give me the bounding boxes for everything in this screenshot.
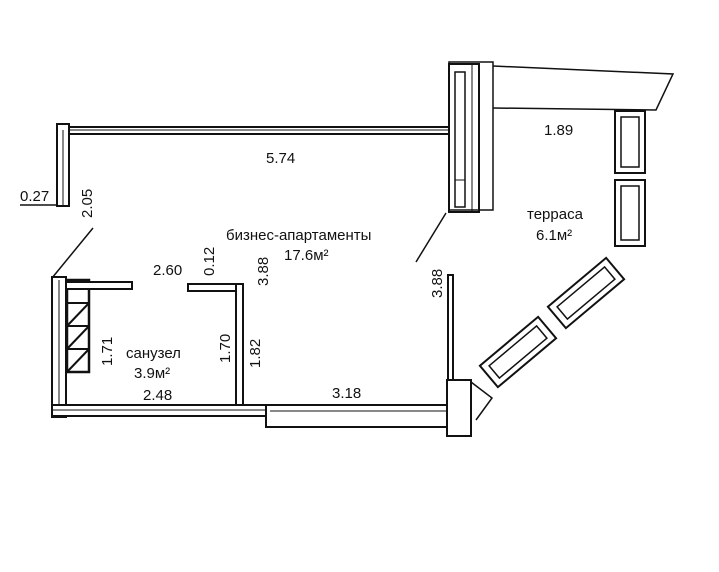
- dim-left-thick: 0.27: [20, 188, 49, 205]
- dim-terrace-width: 1.89: [544, 122, 573, 139]
- dim-bath-outer: 1.82: [247, 339, 264, 368]
- room-main-area: 17.6м²: [284, 247, 329, 264]
- dim-bath-right: 1.70: [217, 334, 234, 363]
- dim-bath-bottom: 2.48: [143, 387, 172, 404]
- bath-right-wall: [235, 283, 244, 406]
- dim-left-upper: 2.05: [79, 189, 96, 218]
- room-terrace-name: терраса: [527, 206, 584, 223]
- right-thin-wall: [447, 274, 454, 381]
- bath-top-wall-right: [187, 283, 244, 292]
- dim-bath-left: 1.71: [99, 337, 116, 366]
- dim-right-vertical: 3.88: [429, 269, 446, 298]
- dim-bottom-wall: 3.18: [332, 385, 361, 402]
- room-terrace-area: 6.1м²: [536, 227, 572, 244]
- room-bath-area: 3.9м²: [134, 365, 170, 382]
- bottom-wall-right: [265, 404, 463, 428]
- planter-2: [614, 179, 646, 247]
- dim-bath-top-gap: 0.12: [201, 247, 218, 276]
- room-bath-name: санузел: [126, 345, 181, 362]
- dim-bath-width: 2.60: [153, 262, 182, 279]
- dim-main-center: 3.88: [255, 257, 272, 286]
- room-main-name: бизнес-апартаменты: [226, 227, 371, 244]
- bath-top-wall-left: [65, 281, 133, 290]
- terrace-railing: [492, 65, 675, 111]
- planter-3: [546, 256, 626, 330]
- dim-top-wall: 5.74: [266, 150, 295, 167]
- corner-column: [446, 379, 472, 437]
- left-door-swing: [51, 227, 94, 279]
- planter-1: [614, 110, 646, 174]
- right-door-swing: [415, 212, 447, 263]
- planter-4: [478, 315, 558, 389]
